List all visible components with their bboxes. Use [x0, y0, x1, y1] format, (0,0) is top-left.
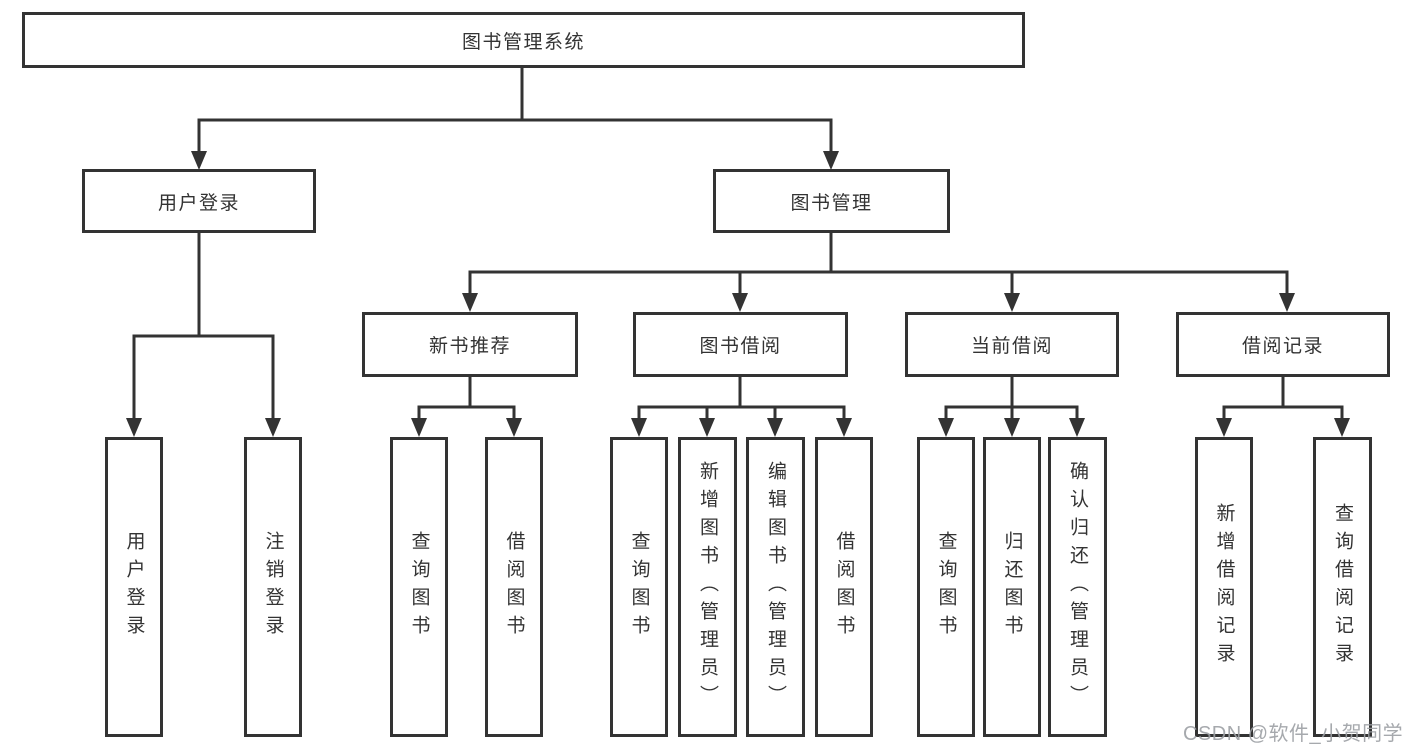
- arrow-down-icon: [836, 418, 852, 437]
- arrow-down-icon: [1216, 418, 1232, 437]
- node-label: 新书推荐: [428, 336, 511, 357]
- arrow-down-icon: [411, 418, 427, 437]
- node-label: 图书借阅: [699, 336, 782, 357]
- arrow-down-icon: [265, 418, 281, 437]
- arrow-down-icon: [699, 418, 715, 437]
- leaf-return-book: 归还图书: [983, 437, 1041, 737]
- node-book-borrowing: 图书借阅: [633, 312, 848, 377]
- leaf-edit-book-admin: 编辑图书（管理员）: [746, 437, 805, 737]
- arrow-down-icon: [631, 418, 647, 437]
- node-label: 当前借阅: [970, 336, 1053, 357]
- csdn-watermark: CSDN @软件_小贺同学: [1183, 723, 1404, 745]
- node-label: 归还图书: [1001, 531, 1023, 643]
- node-label: 新增借阅记录: [1213, 503, 1235, 671]
- node-user-login: 用户登录: [82, 169, 316, 233]
- node-label: 查询图书: [628, 531, 650, 643]
- connector-lines: [132, 64, 1344, 420]
- leaf-add-borrow-record: 新增借阅记录: [1195, 437, 1253, 737]
- leaf-query-borrow-record: 查询借阅记录: [1313, 437, 1372, 737]
- node-label: 编辑图书（管理员）: [765, 461, 786, 713]
- arrow-down-icon: [767, 418, 783, 437]
- node-label: 新增图书（管理员）: [697, 461, 718, 713]
- arrow-down-icon: [126, 418, 142, 437]
- arrow-down-icon: [1004, 418, 1020, 437]
- leaf-borrow-books-recommend: 借阅图书: [485, 437, 543, 737]
- node-root: 图书管理系统: [22, 12, 1025, 68]
- arrow-down-icon: [1279, 293, 1295, 312]
- node-label: 查询借阅记录: [1332, 503, 1353, 671]
- node-label: 借阅图书: [503, 531, 525, 643]
- node-borrowing-records: 借阅记录: [1176, 312, 1390, 377]
- leaf-user-login: 用户登录: [105, 437, 163, 737]
- leaf-add-book-admin: 新增图书（管理员）: [678, 437, 737, 737]
- node-label: 借阅图书: [833, 531, 855, 643]
- arrow-down-icon: [1069, 418, 1085, 437]
- arrow-down-icon: [191, 151, 207, 170]
- node-current-borrowing: 当前借阅: [905, 312, 1119, 377]
- node-label: 确认归还（管理员）: [1067, 461, 1088, 713]
- node-book-management: 图书管理: [713, 169, 950, 233]
- leaf-query-books-borrowing: 查询图书: [610, 437, 668, 737]
- node-label: 图书管理系统: [461, 31, 585, 53]
- arrow-down-icon: [732, 293, 748, 312]
- leaf-query-books-current: 查询图书: [917, 437, 975, 737]
- arrow-down-icon: [462, 293, 478, 312]
- leaf-borrow-books-borrowing: 借阅图书: [815, 437, 873, 737]
- node-label: 查询图书: [408, 531, 430, 643]
- node-new-book-recommendation: 新书推荐: [362, 312, 578, 377]
- node-label: 注销登录: [262, 531, 284, 643]
- leaf-logout: 注销登录: [244, 437, 302, 737]
- arrow-down-icon: [1004, 293, 1020, 312]
- arrow-down-icon: [1334, 418, 1350, 437]
- node-label: 借阅记录: [1241, 336, 1324, 357]
- node-label: 图书管理: [790, 192, 873, 214]
- arrowheads: [126, 151, 1350, 437]
- leaf-confirm-return-admin: 确认归还（管理员）: [1048, 437, 1107, 737]
- node-label: 查询图书: [935, 531, 957, 643]
- arrow-down-icon: [506, 418, 522, 437]
- arrow-down-icon: [823, 151, 839, 170]
- arrow-down-icon: [938, 418, 954, 437]
- node-label: 用户登录: [123, 531, 145, 643]
- leaf-query-books-recommend: 查询图书: [390, 437, 448, 737]
- node-label: 用户登录: [157, 192, 240, 214]
